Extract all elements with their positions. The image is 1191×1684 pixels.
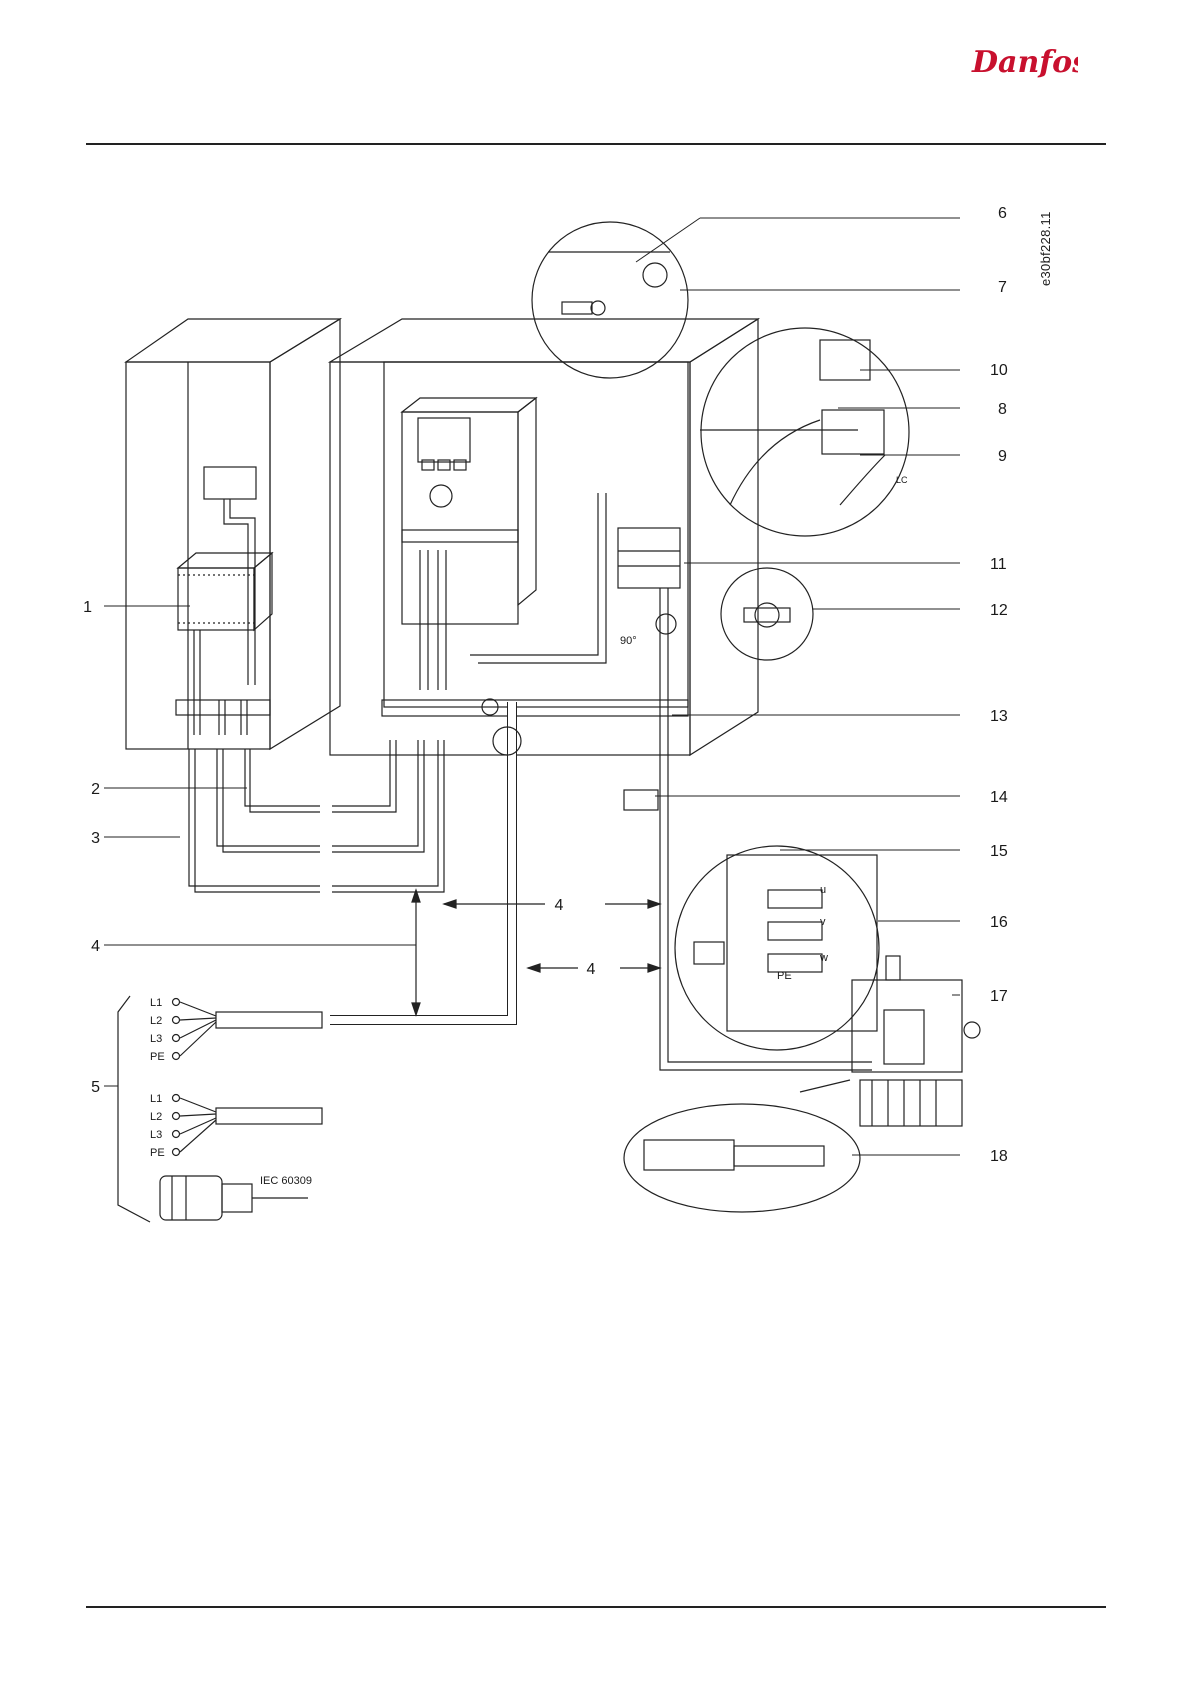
main-cabinet (330, 319, 758, 1020)
label-angle: 90° (620, 635, 637, 647)
detail-motor-box (675, 846, 879, 1050)
detail-bonding (532, 222, 688, 378)
callout-4-lower: 4 (587, 961, 596, 978)
callout-8: 8 (998, 401, 1007, 418)
callout-7: 7 (998, 279, 1007, 296)
ground-rail-main (382, 700, 688, 716)
detail-clamp (721, 568, 813, 660)
ground-rail-left (176, 700, 270, 715)
cable-clamp (656, 614, 676, 634)
label-u: u (820, 884, 826, 896)
detail-motor-terminals (700, 328, 909, 536)
callout-16: 16 (990, 914, 1008, 931)
label-pe-b: PE (150, 1147, 165, 1159)
label-v: v (820, 916, 826, 928)
rfi-filter (178, 568, 254, 630)
supply-cables (118, 996, 322, 1222)
callout-17: 17 (990, 988, 1008, 1005)
callout-4-left: 4 (91, 938, 100, 955)
callout-3: 3 (91, 830, 100, 847)
dimension-arrows (412, 890, 660, 1015)
label-lc: LC (896, 475, 908, 485)
callout-10: 10 (990, 362, 1008, 379)
callout-18: 18 (990, 1148, 1008, 1165)
left-cabinet (126, 319, 340, 749)
callout-labels: 1 2 3 4 5 4 4 6 7 10 8 9 11 12 13 14 15 … (83, 205, 1008, 1165)
callout-2: 2 (91, 781, 100, 798)
motor (852, 956, 980, 1126)
label-l3-b: L3 (150, 1129, 162, 1141)
inline-labels: L1 L2 L3 PE L1 L2 L3 PE IEC 60309 90° u … (150, 475, 908, 1187)
label-w: w (819, 952, 828, 964)
thermistor (624, 790, 658, 810)
callout-13: 13 (990, 708, 1008, 725)
callout-6: 6 (998, 205, 1007, 222)
lcp-display (418, 418, 470, 462)
label-pe-motor: PE (777, 970, 792, 982)
control-module (204, 467, 256, 499)
callout-11: 11 (990, 556, 1007, 573)
callout-9: 9 (998, 448, 1007, 465)
label-l1-b: L1 (150, 1093, 162, 1105)
callout-14: 14 (990, 789, 1008, 806)
callout-12: 12 (990, 602, 1008, 619)
callout-4-upper: 4 (555, 897, 564, 914)
callout-15: 15 (990, 843, 1008, 860)
label-iec-60309: IEC 60309 (260, 1175, 312, 1187)
label-l1-a: L1 (150, 997, 162, 1009)
label-l2-b: L2 (150, 1111, 162, 1123)
label-l2-a: L2 (150, 1015, 162, 1027)
label-l3-a: L3 (150, 1033, 162, 1045)
callout-1: 1 (83, 599, 92, 616)
output-contactor (618, 528, 680, 588)
detail-cable-screen (624, 1080, 860, 1212)
leader-lines (104, 218, 960, 1155)
label-pe-a: PE (150, 1051, 165, 1063)
cable-routing (189, 740, 872, 1070)
callout-5: 5 (91, 1079, 100, 1096)
